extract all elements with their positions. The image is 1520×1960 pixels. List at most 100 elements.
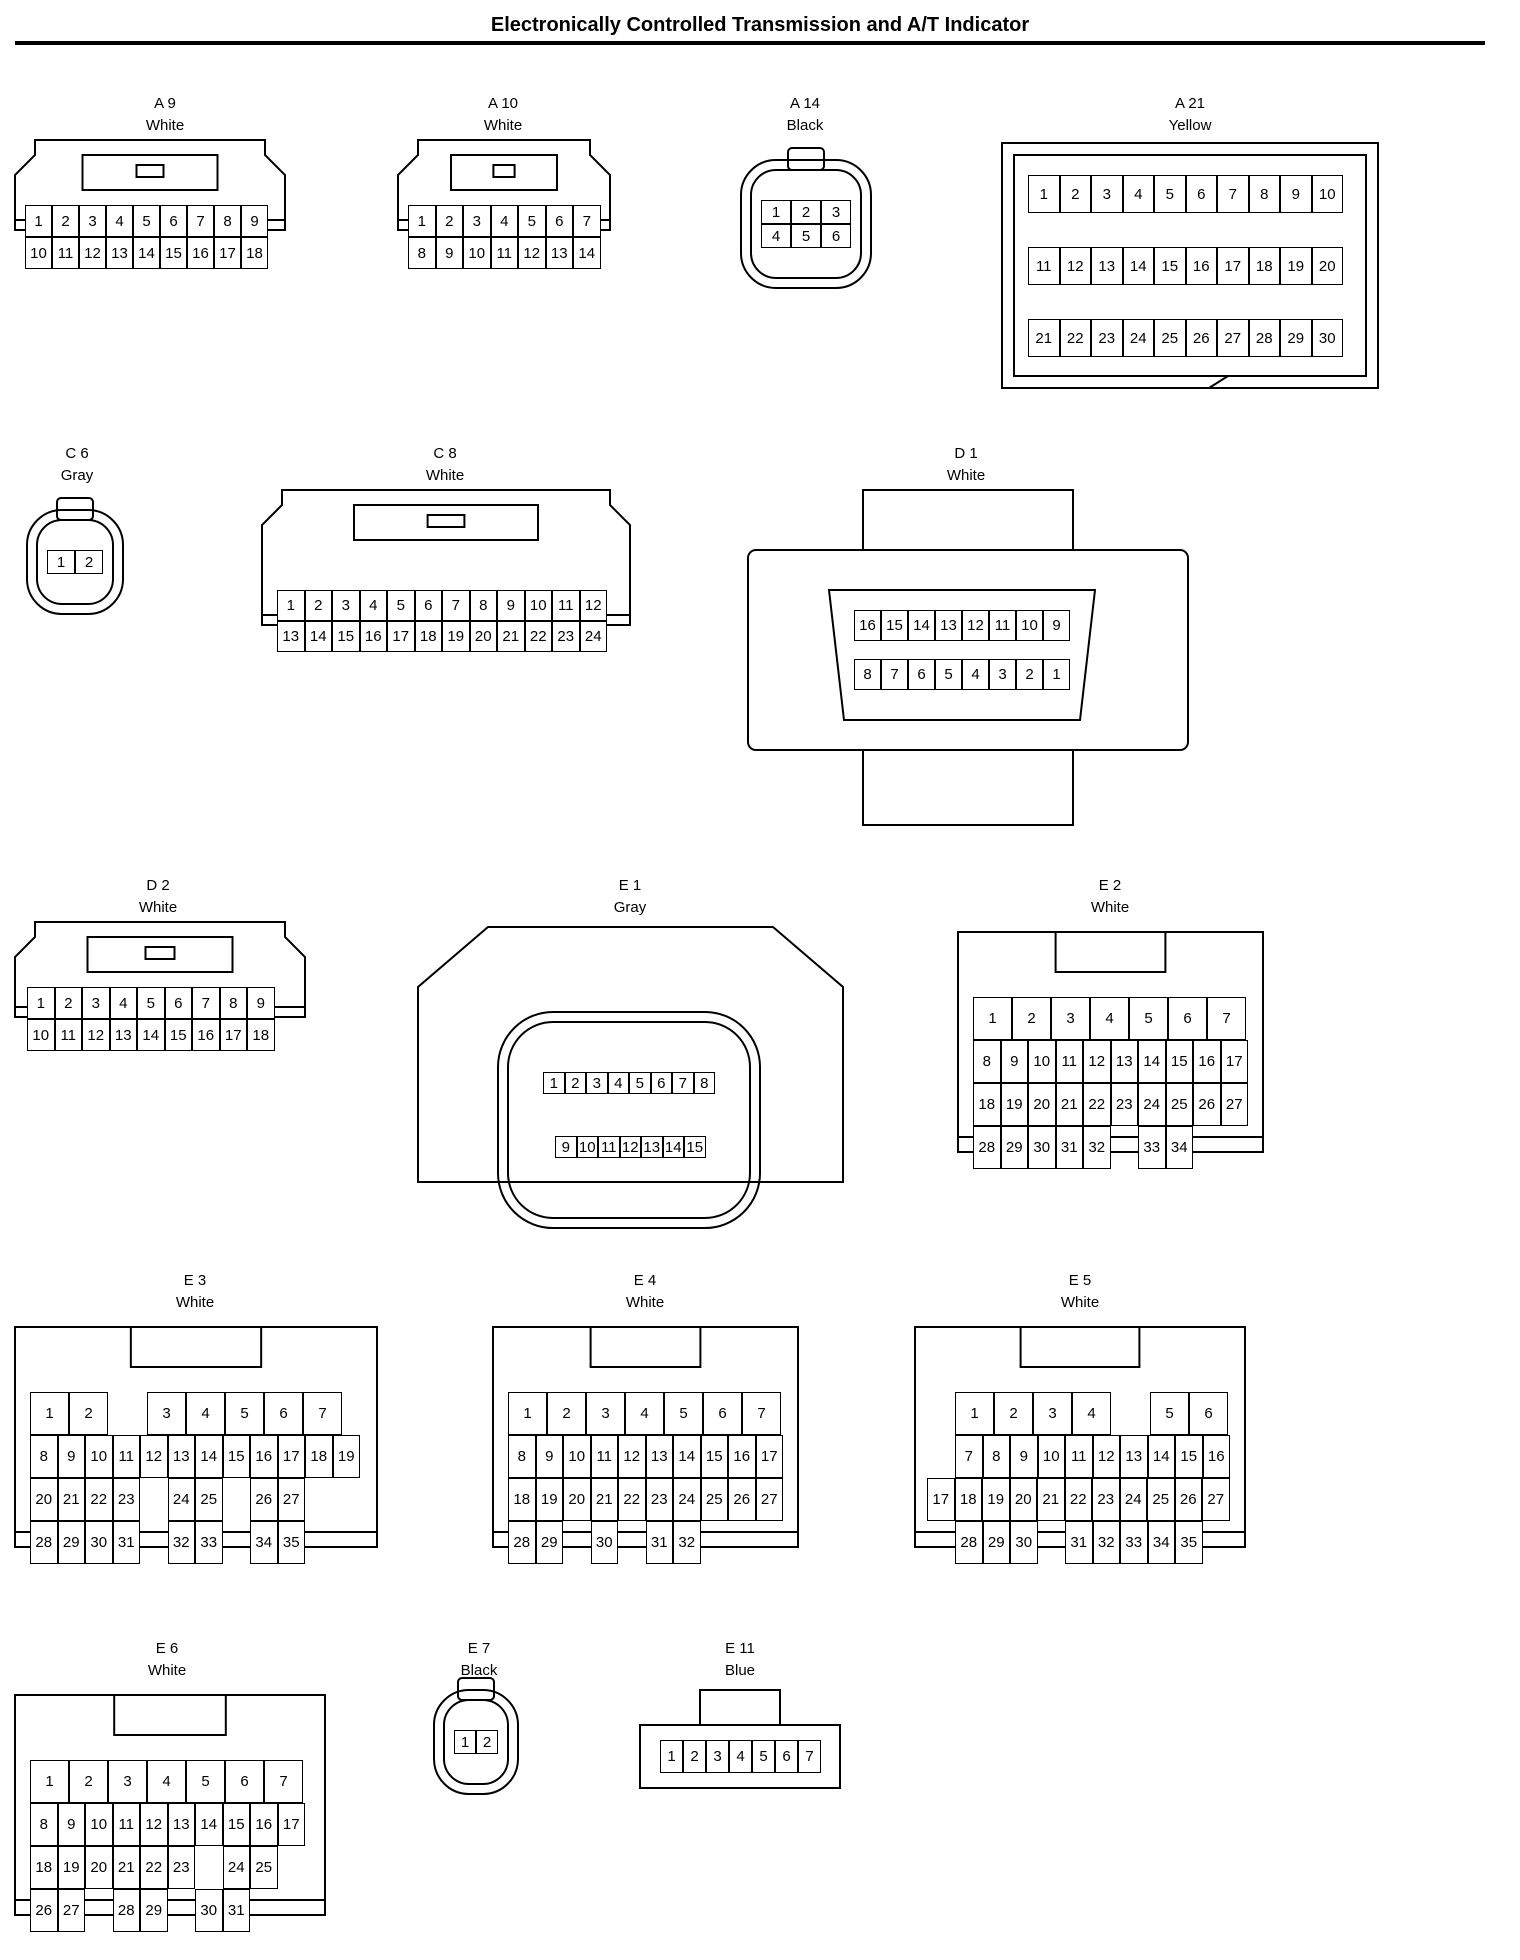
pin-4: 4 [625,1392,664,1435]
pin-25: 25 [195,1478,223,1521]
pin-7: 7 [187,205,214,237]
pin-10: 10 [27,1019,55,1051]
pin-11: 11 [1065,1435,1093,1478]
pin-6: 6 [650,1072,672,1094]
pin-15: 15 [332,621,360,652]
pin-21: 21 [112,1846,140,1889]
pin-17: 17 [1217,247,1249,285]
connector-outline [14,921,306,1018]
pin-5: 5 [133,205,160,237]
pin-9: 9 [1000,1040,1028,1083]
pin-20: 20 [469,621,497,652]
pin-1: 1 [660,1740,683,1773]
connector-id: E 6 [155,1640,179,1657]
connector-outline [417,926,844,1229]
pin-13: 13 [109,1019,137,1051]
pin-21: 21 [1028,319,1060,357]
pin-22: 22 [1083,1083,1111,1126]
pin-28: 28 [955,1521,983,1564]
pin-23: 23 [1091,319,1123,357]
pin-3: 3 [147,1392,186,1435]
pin-7: 7 [303,1392,342,1435]
pin-21: 21 [590,1478,618,1521]
pin-8: 8 [219,987,247,1019]
pin-7: 7 [264,1760,303,1803]
pin-18: 18 [508,1478,536,1521]
pin-15: 15 [160,237,187,269]
pin-9: 9 [57,1803,85,1846]
cavity-blank [108,1392,147,1435]
page-title: Electronically Controlled Transmission a… [490,14,1030,36]
cavity-blank [223,1521,251,1564]
pin-27: 27 [755,1478,783,1521]
connector-outline [26,497,124,615]
pin-25: 25 [1147,1478,1175,1521]
pin-10: 10 [85,1435,113,1478]
pin-16: 16 [187,237,214,269]
pin-17: 17 [219,1019,247,1051]
pin-17: 17 [927,1478,955,1521]
pin-30: 30 [85,1521,113,1564]
pin-16: 16 [1193,1040,1221,1083]
pin-25: 25 [1154,319,1186,357]
pin-22: 22 [140,1846,168,1889]
pin-5: 5 [1154,175,1186,213]
pin-3: 3 [1033,1392,1072,1435]
pin-10: 10 [1037,1435,1065,1478]
pin-11: 11 [490,237,518,269]
pin-11: 11 [52,237,79,269]
connector-id: E 4 [633,1272,657,1289]
pin-14: 14 [908,610,935,641]
pin-4: 4 [490,205,518,237]
connector-color: White [483,117,523,134]
pin-20: 20 [85,1846,113,1889]
connector-outline [433,1677,519,1795]
pin-28: 28 [1248,319,1280,357]
connector-color: Black [460,1662,498,1679]
pin-10: 10 [1311,175,1343,213]
pin-24: 24 [222,1846,250,1889]
pin-18: 18 [973,1083,1001,1126]
pin-6: 6 [1185,175,1217,213]
pin-1: 1 [25,205,52,237]
pin-18: 18 [247,1019,275,1051]
pin-30: 30 [1010,1521,1038,1564]
pin-6: 6 [164,987,192,1019]
pin-30: 30 [590,1521,618,1564]
pin-4: 4 [186,1392,225,1435]
pin-15: 15 [1154,247,1186,285]
pin-9: 9 [535,1435,563,1478]
pin-9: 9 [1043,610,1070,641]
pin-31: 31 [1055,1126,1083,1169]
pin-21: 21 [497,621,525,652]
pin-33: 33 [1138,1126,1166,1169]
pin-29: 29 [982,1521,1010,1564]
pin-8: 8 [214,205,241,237]
pin-7: 7 [442,590,470,621]
pin-16: 16 [250,1435,278,1478]
pin-32: 32 [167,1521,195,1564]
pin-10: 10 [576,1136,598,1158]
connector-id: E 2 [1098,877,1122,894]
pin-8: 8 [854,659,881,690]
connector-id: A 14 [789,95,821,112]
pin-34: 34 [1165,1126,1193,1169]
pin-7: 7 [742,1392,781,1435]
pin-28: 28 [508,1521,536,1564]
pin-12: 12 [140,1803,168,1846]
pin-18: 18 [30,1846,58,1889]
pin-1: 1 [454,1730,476,1754]
pin-25: 25 [1165,1083,1193,1126]
pin-5: 5 [387,590,415,621]
cavity-blank [140,1521,168,1564]
cavity-blank [85,1889,113,1932]
pin-8: 8 [693,1072,715,1094]
pin-22: 22 [524,621,552,652]
connector-id: E 5 [1068,1272,1092,1289]
connector-color: White [425,467,465,484]
pin-5: 5 [225,1392,264,1435]
